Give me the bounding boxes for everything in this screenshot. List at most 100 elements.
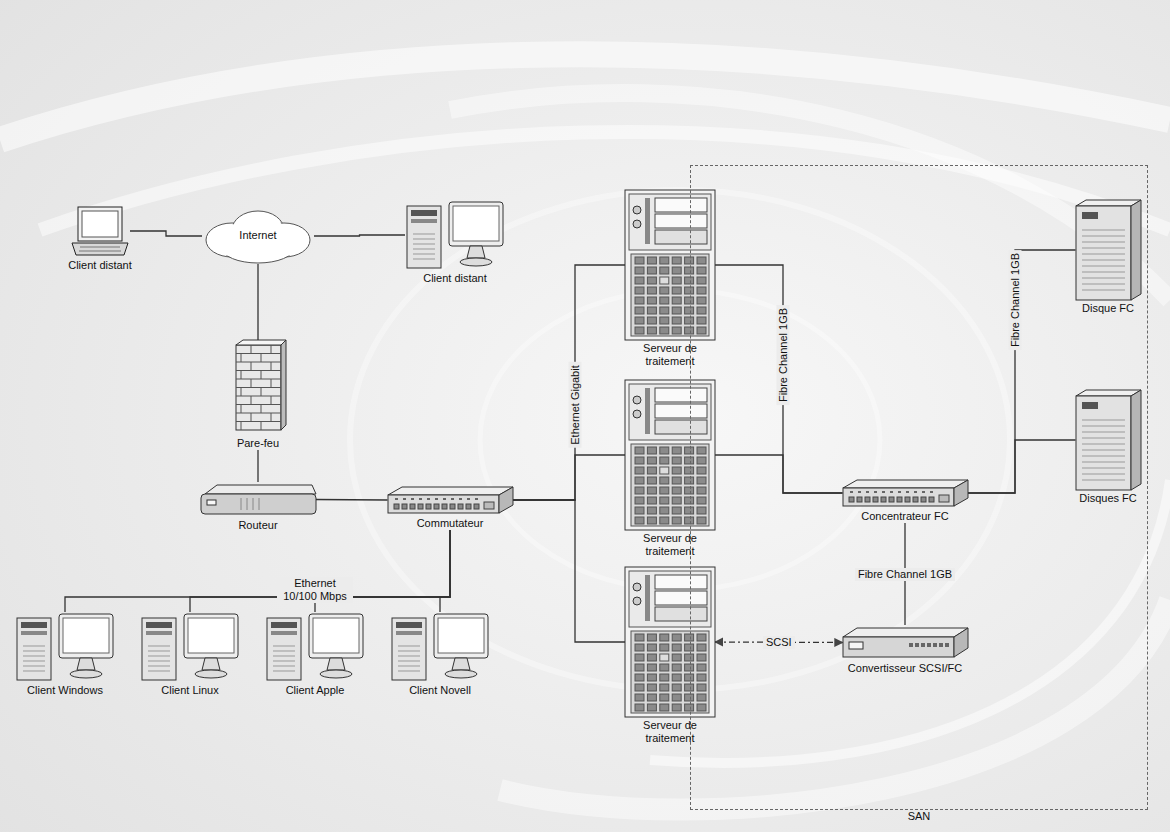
- icon-group: [625, 380, 715, 530]
- grille-cell: [635, 287, 644, 294]
- icon-group: [1076, 390, 1141, 490]
- brick-joint: [250, 362, 251, 371]
- laptop-base: [72, 243, 128, 255]
- icon-box: [625, 380, 715, 530]
- fc-disk: Disque FC: [1076, 200, 1141, 315]
- monitor-base: [320, 670, 352, 678]
- brick-joint: [260, 422, 261, 431]
- grille-cell: [647, 327, 656, 334]
- grille-cell: [647, 497, 656, 504]
- vent-line: [273, 651, 295, 652]
- tower-case: [17, 618, 51, 680]
- disk-front: [1076, 206, 1131, 300]
- grille-cell: [697, 507, 706, 514]
- switch-led: [898, 491, 901, 493]
- icon-box: [231, 340, 286, 435]
- drive-bay: [411, 210, 437, 216]
- disk-slot: [1082, 420, 1125, 421]
- brick-line: [236, 370, 281, 371]
- grille-cell: [660, 287, 669, 294]
- grille-cell: [697, 317, 706, 324]
- switch-side: [499, 487, 513, 513]
- drive-bay: [396, 631, 422, 635]
- network-link: [513, 455, 626, 500]
- router-icon: [201, 482, 316, 517]
- grille-cell: [697, 297, 706, 304]
- internet-cloud: Internet: [202, 208, 314, 264]
- server-strip: [645, 575, 650, 621]
- icon-box: [15, 612, 115, 682]
- grille-cell: [660, 684, 669, 691]
- brick-joint: [240, 354, 241, 363]
- grille-cell: [697, 277, 706, 284]
- grille-cell: [647, 674, 656, 681]
- grille-cell: [647, 317, 656, 324]
- icon-box: [390, 612, 490, 682]
- network-link: [968, 250, 1076, 493]
- disk-slot: [1082, 462, 1125, 463]
- grille-cell: [660, 664, 669, 671]
- server-button: [633, 396, 641, 404]
- processing-server: Serveur de traitement: [620, 567, 720, 745]
- disk-side: [1131, 200, 1141, 300]
- wall-side: [281, 340, 286, 430]
- grille-cell: [647, 447, 656, 454]
- scsi-link: [715, 641, 843, 643]
- switch-port: [913, 497, 918, 502]
- switch-port: [889, 497, 894, 502]
- device-label: Disques FC: [1076, 490, 1141, 505]
- network-link: [904, 523, 905, 625]
- disk-slot: [1082, 432, 1125, 433]
- grille-cell: [697, 267, 706, 274]
- tower-case: [407, 206, 441, 268]
- laptop-keys: [79, 251, 121, 252]
- grille-cell: [672, 267, 681, 274]
- disk-slot: [1082, 450, 1125, 451]
- disk-panel: [1082, 402, 1098, 409]
- brick-joint: [270, 396, 271, 405]
- san-region: SANConcentrateur FCConvertisseur SCSI/FC…: [690, 165, 1148, 810]
- grille-cell: [647, 507, 656, 514]
- vent-line: [413, 239, 435, 240]
- drive-bay: [655, 420, 707, 434]
- grille-cell: [647, 644, 656, 651]
- grille-cell: [672, 704, 681, 711]
- client-workstation-icon: [140, 612, 240, 682]
- icon-box: [388, 485, 513, 515]
- firewall: Pare-feu: [231, 340, 286, 450]
- brick-joint: [250, 396, 251, 405]
- icon-box: [1076, 200, 1141, 300]
- disk-slot: [1082, 230, 1125, 231]
- tower-case: [142, 618, 176, 680]
- icon-box: [70, 205, 130, 257]
- converter-led: [915, 643, 919, 647]
- router-top: [205, 485, 316, 494]
- grille-cell: [635, 654, 644, 661]
- network-link: [315, 530, 450, 612]
- server-button: [633, 220, 641, 228]
- vent-line: [273, 661, 295, 662]
- monitor-base: [195, 670, 227, 678]
- switch-port: [458, 504, 463, 509]
- brick-joint: [270, 379, 271, 388]
- grille-cell: [660, 507, 669, 514]
- grille-cell: [635, 517, 644, 524]
- grille-cell: [635, 694, 644, 701]
- server-grille: [631, 444, 709, 526]
- vent-line: [413, 234, 435, 235]
- brick-line: [236, 362, 281, 363]
- server-grille: [631, 631, 709, 713]
- device-label: Convertisseur SCSI/FC: [843, 660, 968, 675]
- network-label: Ethernet 10/100 Mbps: [277, 577, 353, 603]
- disk-slot: [1082, 278, 1125, 279]
- fc-disk-array: Disques FC: [1076, 390, 1141, 505]
- grille-cell: [672, 257, 681, 264]
- converter-led: [921, 643, 925, 647]
- brick-joint: [240, 405, 241, 414]
- switch-front: [388, 495, 499, 513]
- vent-line: [273, 666, 295, 667]
- grille-cell: [647, 257, 656, 264]
